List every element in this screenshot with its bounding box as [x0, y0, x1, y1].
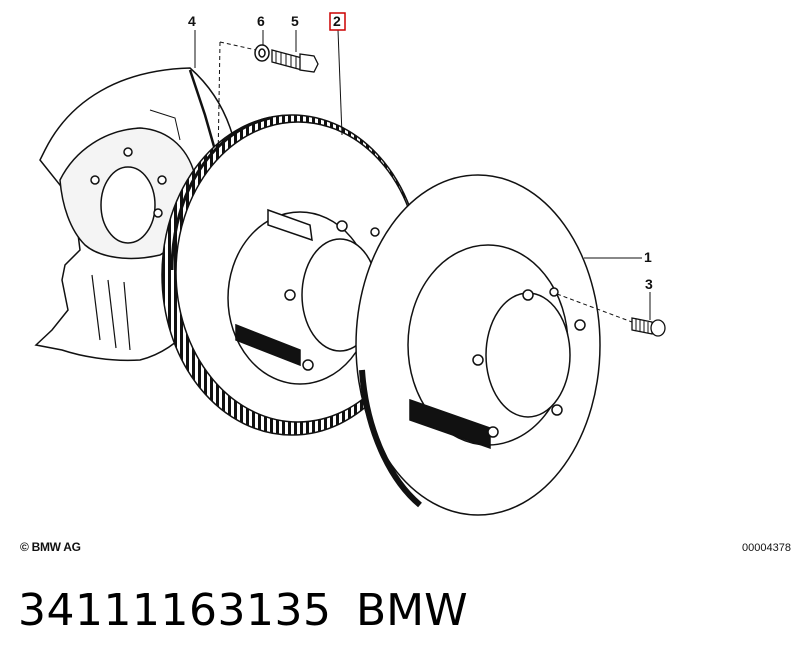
callout-6: 6 — [257, 13, 265, 29]
parts-diagram: 4 6 5 2 1 3 — [34, 12, 666, 516]
leader-lines — [194, 29, 651, 323]
brake-disc — [355, 174, 601, 516]
copyright-label: © BMW AG — [20, 540, 81, 554]
callout-2: 2 — [333, 13, 341, 29]
part-number: 34111163135 — [18, 585, 332, 636]
countersunk-screw — [631, 317, 666, 337]
callout-3: 3 — [645, 276, 653, 292]
hex-bolt — [271, 49, 319, 73]
callout-5: 5 — [291, 13, 299, 29]
diagram-id: 00004378 — [742, 542, 791, 554]
callout-2-highlight — [329, 12, 346, 31]
dust-shield — [34, 67, 239, 362]
washer — [254, 44, 270, 62]
callout-1: 1 — [644, 249, 652, 265]
brand-name: BMW — [356, 585, 468, 636]
callout-4: 4 — [188, 13, 196, 29]
